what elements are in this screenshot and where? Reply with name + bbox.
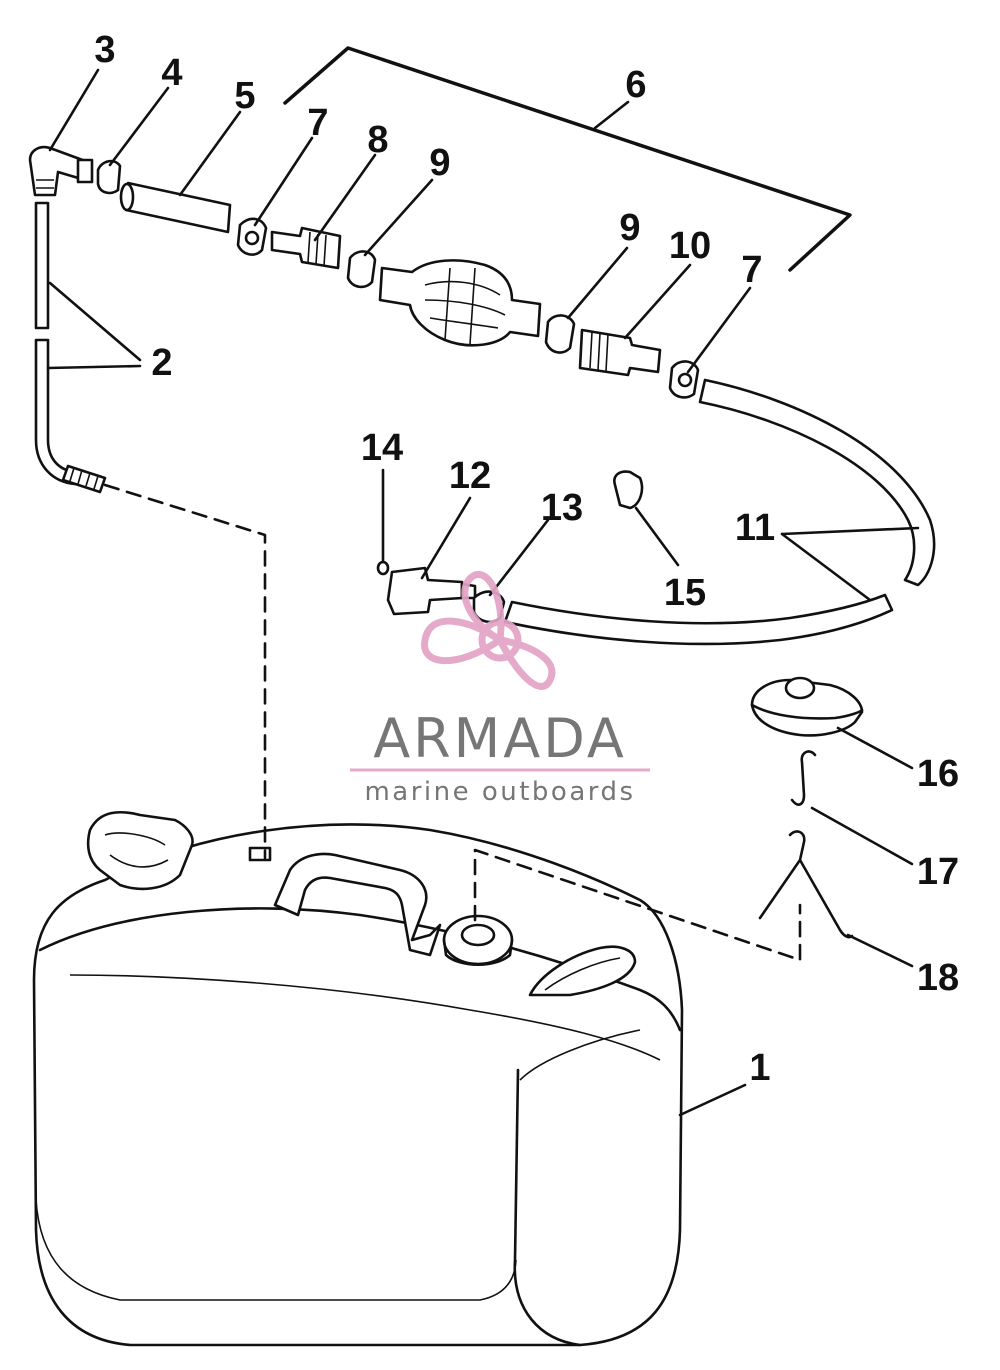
callout-18: 18 [917, 957, 959, 999]
callout-2: 2 [151, 342, 172, 384]
callout-7-right: 7 [741, 249, 762, 291]
leader-lines [46, 68, 920, 1117]
watermark-subtitle: marine outboards [364, 777, 635, 807]
engine-connector-assembly [376, 470, 644, 624]
fuel-tank [32, 810, 684, 1347]
callout-12: 12 [449, 455, 491, 497]
callout-4: 4 [161, 52, 182, 94]
callout-3: 3 [94, 29, 115, 71]
callout-8: 8 [367, 119, 388, 161]
routing-lines [103, 483, 802, 962]
callout-14: 14 [361, 427, 403, 469]
callout-15: 15 [664, 572, 706, 614]
propeller-logo-icon [421, 571, 556, 690]
callout-1: 1 [749, 1047, 770, 1089]
primer-line-assembly [96, 159, 936, 646]
callout-7-left: 7 [307, 102, 328, 144]
bracket-6 [283, 46, 852, 272]
callout-labels: 1 2 3 4 5 6 7 7 8 9 9 10 11 12 13 14 15 … [94, 29, 959, 1089]
callout-11: 11 [735, 507, 775, 549]
callout-16: 16 [917, 753, 959, 795]
callout-9-left: 9 [429, 142, 450, 184]
callout-6: 6 [625, 64, 646, 106]
filler-cap-assembly [750, 676, 864, 939]
watermark-title: ARMADA [373, 707, 627, 770]
watermark: ARMADA marine outboards [350, 571, 650, 807]
callout-17: 17 [917, 851, 959, 893]
pickup-tube [28, 145, 107, 494]
callout-9-right: 9 [619, 207, 640, 249]
callout-5: 5 [234, 75, 255, 117]
callout-10: 10 [669, 225, 711, 267]
callout-13: 13 [541, 487, 583, 529]
